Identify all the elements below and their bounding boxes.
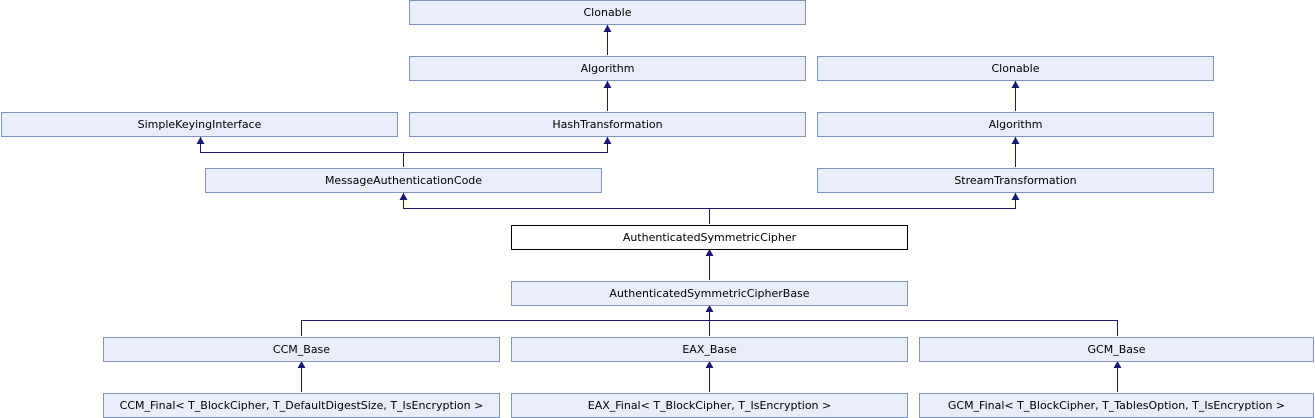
node-stream-transformation[interactable]: StreamTransformation — [817, 168, 1214, 193]
edge-mac-hashtransformation — [403, 137, 612, 153]
node-algorithm-right[interactable]: Algorithm — [817, 112, 1214, 137]
node-eax-final[interactable]: EAX_Final< T_BlockCipher, T_IsEncryption… — [511, 393, 908, 418]
node-gcm-base[interactable]: GCM_Base — [919, 337, 1314, 362]
node-simple-keying-interface[interactable]: SimpleKeyingInterface — [1, 112, 398, 137]
edge-asc-mac — [399, 193, 710, 209]
node-ccm-base[interactable]: CCM_Base — [103, 337, 500, 362]
node-message-authentication-code[interactable]: MessageAuthenticationCode — [205, 168, 602, 193]
node-authenticated-symmetric-cipher-base[interactable]: AuthenticatedSymmetricCipherBase — [511, 281, 908, 306]
node-eax-base[interactable]: EAX_Base — [511, 337, 908, 362]
node-algorithm[interactable]: Algorithm — [409, 56, 806, 81]
edge-ccmbase-ascbase — [301, 320, 710, 336]
node-clonable-right[interactable]: Clonable — [817, 56, 1214, 81]
edge-mac-simplekeying — [196, 137, 404, 153]
node-clonable[interactable]: Clonable — [409, 0, 806, 25]
node-gcm-final[interactable]: GCM_Final< T_BlockCipher, T_TablesOption… — [919, 393, 1314, 418]
node-hash-transformation[interactable]: HashTransformation — [409, 112, 806, 137]
node-ccm-final[interactable]: CCM_Final< T_BlockCipher, T_DefaultDiges… — [103, 393, 500, 418]
edge-asc-streamtransformation — [709, 193, 1020, 209]
node-authenticated-symmetric-cipher: AuthenticatedSymmetricCipher — [511, 225, 908, 250]
edge-gcmbase-ascbase — [709, 320, 1118, 336]
